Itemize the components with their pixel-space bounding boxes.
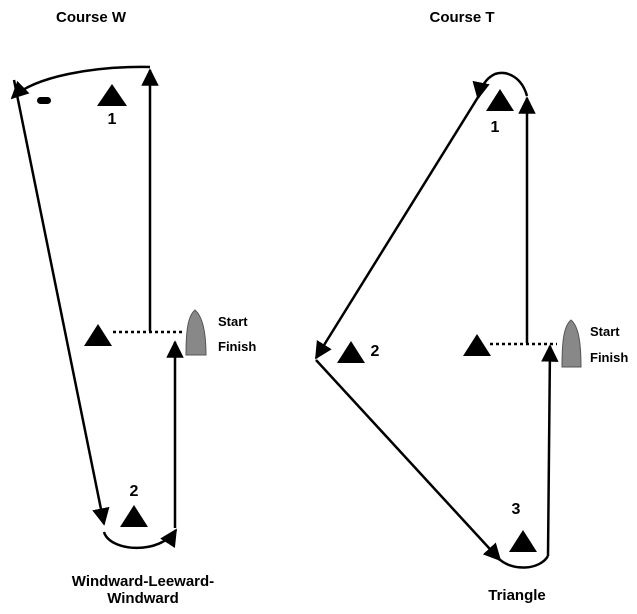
course-w-mark-2-icon [120, 505, 148, 527]
course-t-caption: Triangle [488, 587, 546, 604]
course-t-mark-2-icon [337, 341, 365, 363]
course-t-leg-finish [541, 344, 559, 557]
course-t-leg-reach-2 [315, 359, 502, 562]
course-t-committee-boat-icon [561, 319, 582, 368]
course-w-caption-line1: Windward-Leeward- [72, 573, 214, 590]
course-t-mark-3-label: 3 [512, 501, 521, 518]
course-w-offset-mark [37, 97, 51, 104]
course-w-pin-mark-icon [84, 324, 112, 346]
course-t: Course T 1 2 3 Start Finish Triangle [314, 9, 628, 604]
course-w-title: Course W [56, 9, 127, 26]
course-w-mark-2-label: 2 [130, 483, 139, 500]
course-w-leg-rounding-2 [102, 528, 178, 550]
course-t-mark-1-label: 1 [491, 119, 500, 136]
course-t-mark-2-label: 2 [371, 343, 380, 360]
course-t-mark-3-icon [509, 530, 537, 552]
course-t-finish-label: Finish [590, 350, 628, 365]
course-w-mark-1-label: 1 [108, 111, 117, 128]
course-t-pin-mark-icon [463, 334, 491, 356]
course-w-leg-rounding-1 [10, 65, 151, 100]
course-t-mark-1-icon [486, 89, 514, 111]
course-w-mark-1-icon [97, 84, 127, 106]
course-w: Course W 1 2 Start Finish Windward-Leewa… [10, 9, 256, 607]
course-w-committee-boat-icon [185, 309, 207, 356]
course-w-leg-downwind [12, 79, 110, 526]
course-t-leg-rounding-3 [497, 555, 550, 569]
course-t-leg-rounding-1 [472, 71, 529, 100]
course-w-finish-label: Finish [218, 339, 256, 354]
course-t-start-label: Start [590, 324, 620, 339]
course-t-title: Course T [429, 9, 494, 26]
course-w-caption-line2: Windward [107, 590, 179, 607]
course-w-start-label: Start [218, 314, 248, 329]
course-t-leg-reach-1 [314, 93, 482, 360]
